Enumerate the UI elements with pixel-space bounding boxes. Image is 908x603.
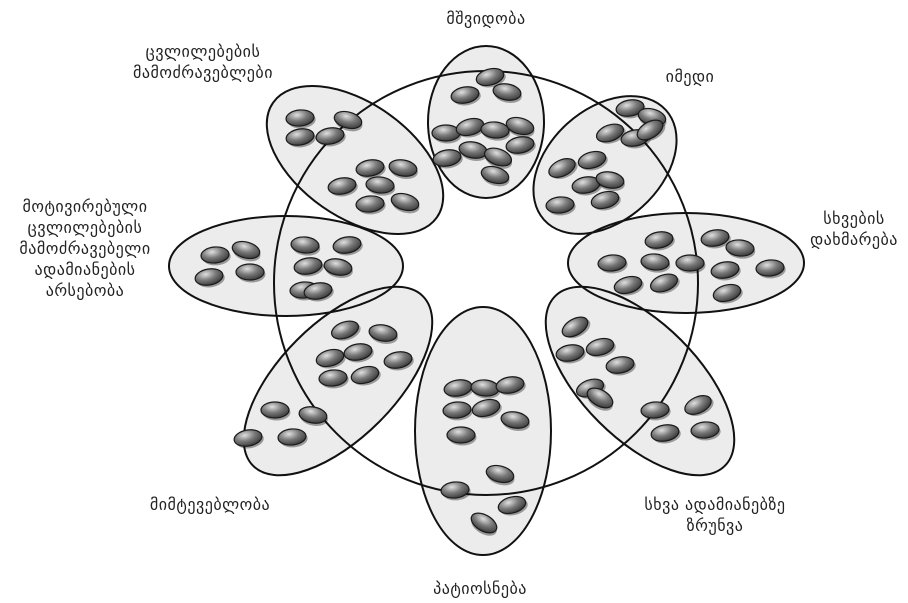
label-helping-others: სხვების დახმარება (804, 208, 904, 250)
label-change-drivers: ცვლილებების მამოძრავებლები (118, 41, 288, 83)
label-caring-for-others: სხვა ადამიანებზე ზრუნვა (620, 494, 810, 536)
label-peace: მშვიდობა (441, 8, 531, 29)
label-respect: პატიოსნება (410, 578, 550, 599)
label-hope: იმედი (660, 66, 720, 87)
label-tolerance: მიმტევებლობა (135, 494, 285, 515)
petal-ellipses (169, 46, 804, 555)
label-motivated-people: მოტივირებული ცვლილებების მამოძრავებელი ა… (2, 196, 168, 301)
